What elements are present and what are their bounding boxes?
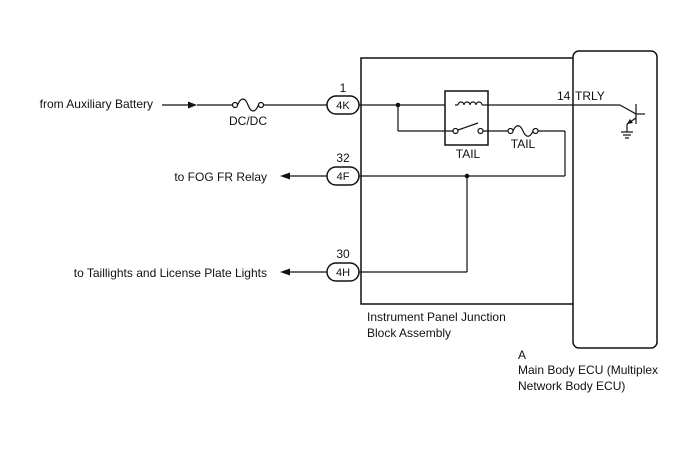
fog-relay-output-label: to FOG FR Relay xyxy=(174,170,267,184)
ecu-label-line2: Network Body ECU) xyxy=(518,379,625,393)
tail-fuse-label: TAIL xyxy=(511,137,536,151)
connector-4k-label: 4K xyxy=(336,100,350,112)
transistor-icon xyxy=(619,104,645,139)
tail-relay-label: TAIL xyxy=(456,147,481,161)
dcdc-fuse-label: DC/DC xyxy=(229,114,267,128)
ecu-label-line1: Main Body ECU (Multiplex xyxy=(518,363,658,377)
junction-block-label-line1: Instrument Panel Junction xyxy=(367,310,506,324)
ecu-code-label: A xyxy=(518,348,526,362)
connector-4h-label: 4H xyxy=(336,267,350,279)
taillights-output-arrow xyxy=(280,268,290,276)
taillights-output-label: to Taillights and License Plate Lights xyxy=(74,266,267,280)
connector-4f-label: 4F xyxy=(337,171,350,183)
pin-32-number: 32 xyxy=(336,151,350,165)
battery-input-arrow xyxy=(188,101,197,109)
dcdc-fuse-icon xyxy=(231,98,265,112)
battery-input-label: from Auxiliary Battery xyxy=(40,97,153,111)
junction-block-label-line2: Block Assembly xyxy=(367,326,451,340)
ecu-pin-14-number: 14 xyxy=(557,89,571,103)
relay-coil-icon xyxy=(455,101,485,106)
pin-1-number: 1 xyxy=(340,81,347,95)
fog-relay-output-arrow xyxy=(280,172,290,180)
pin-30-number: 30 xyxy=(336,247,350,261)
ecu-pin-trly-label: TRLY xyxy=(575,89,605,103)
tail-relay-box xyxy=(444,90,489,146)
ecu-box xyxy=(572,50,658,349)
